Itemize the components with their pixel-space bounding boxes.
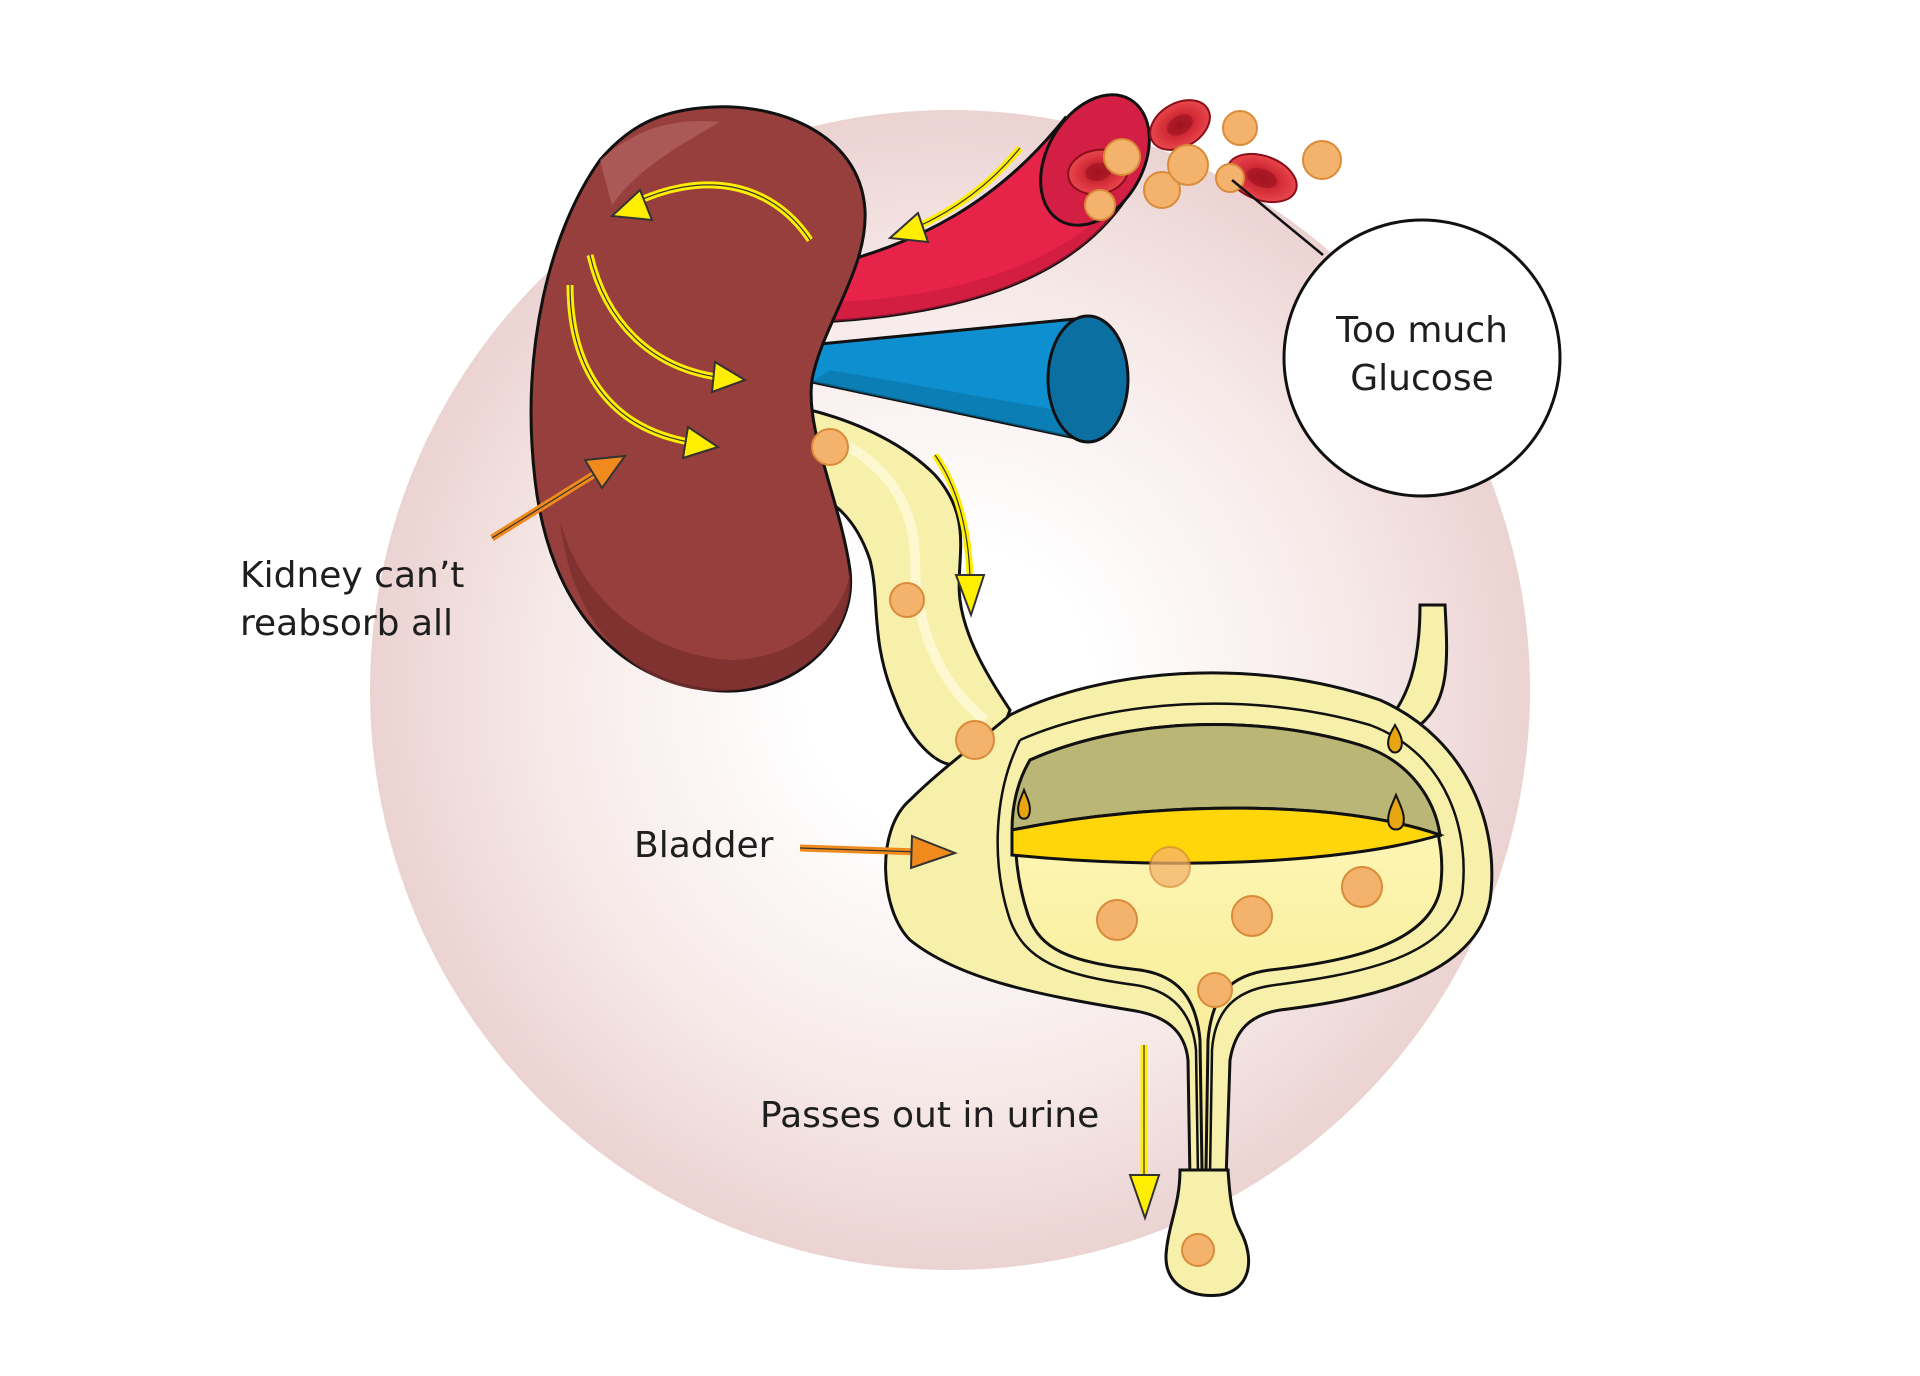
kidney-label: Kidney can’t reabsorb all [240,552,464,648]
pointer-arrows [490,454,958,870]
kidney-label-line2: reabsorb all [240,603,454,644]
glucose-molecules [811,110,1383,1267]
glucose-label-line2: Glucose [1350,358,1494,399]
bladder [884,603,1494,1297]
bladder-label: Bladder [634,825,774,866]
callout-line [1231,179,1324,256]
glucose-label: Too much Glucose [1290,307,1554,403]
callout-circle [1282,218,1562,498]
flow-arrows [566,145,1161,1222]
vein [808,314,1130,444]
urine-label: Passes out in urine [760,1095,1100,1136]
kidney-label-line1: Kidney can’t [240,555,465,596]
kidney [529,105,867,693]
glucose-label-line1: Too much [1336,310,1508,351]
